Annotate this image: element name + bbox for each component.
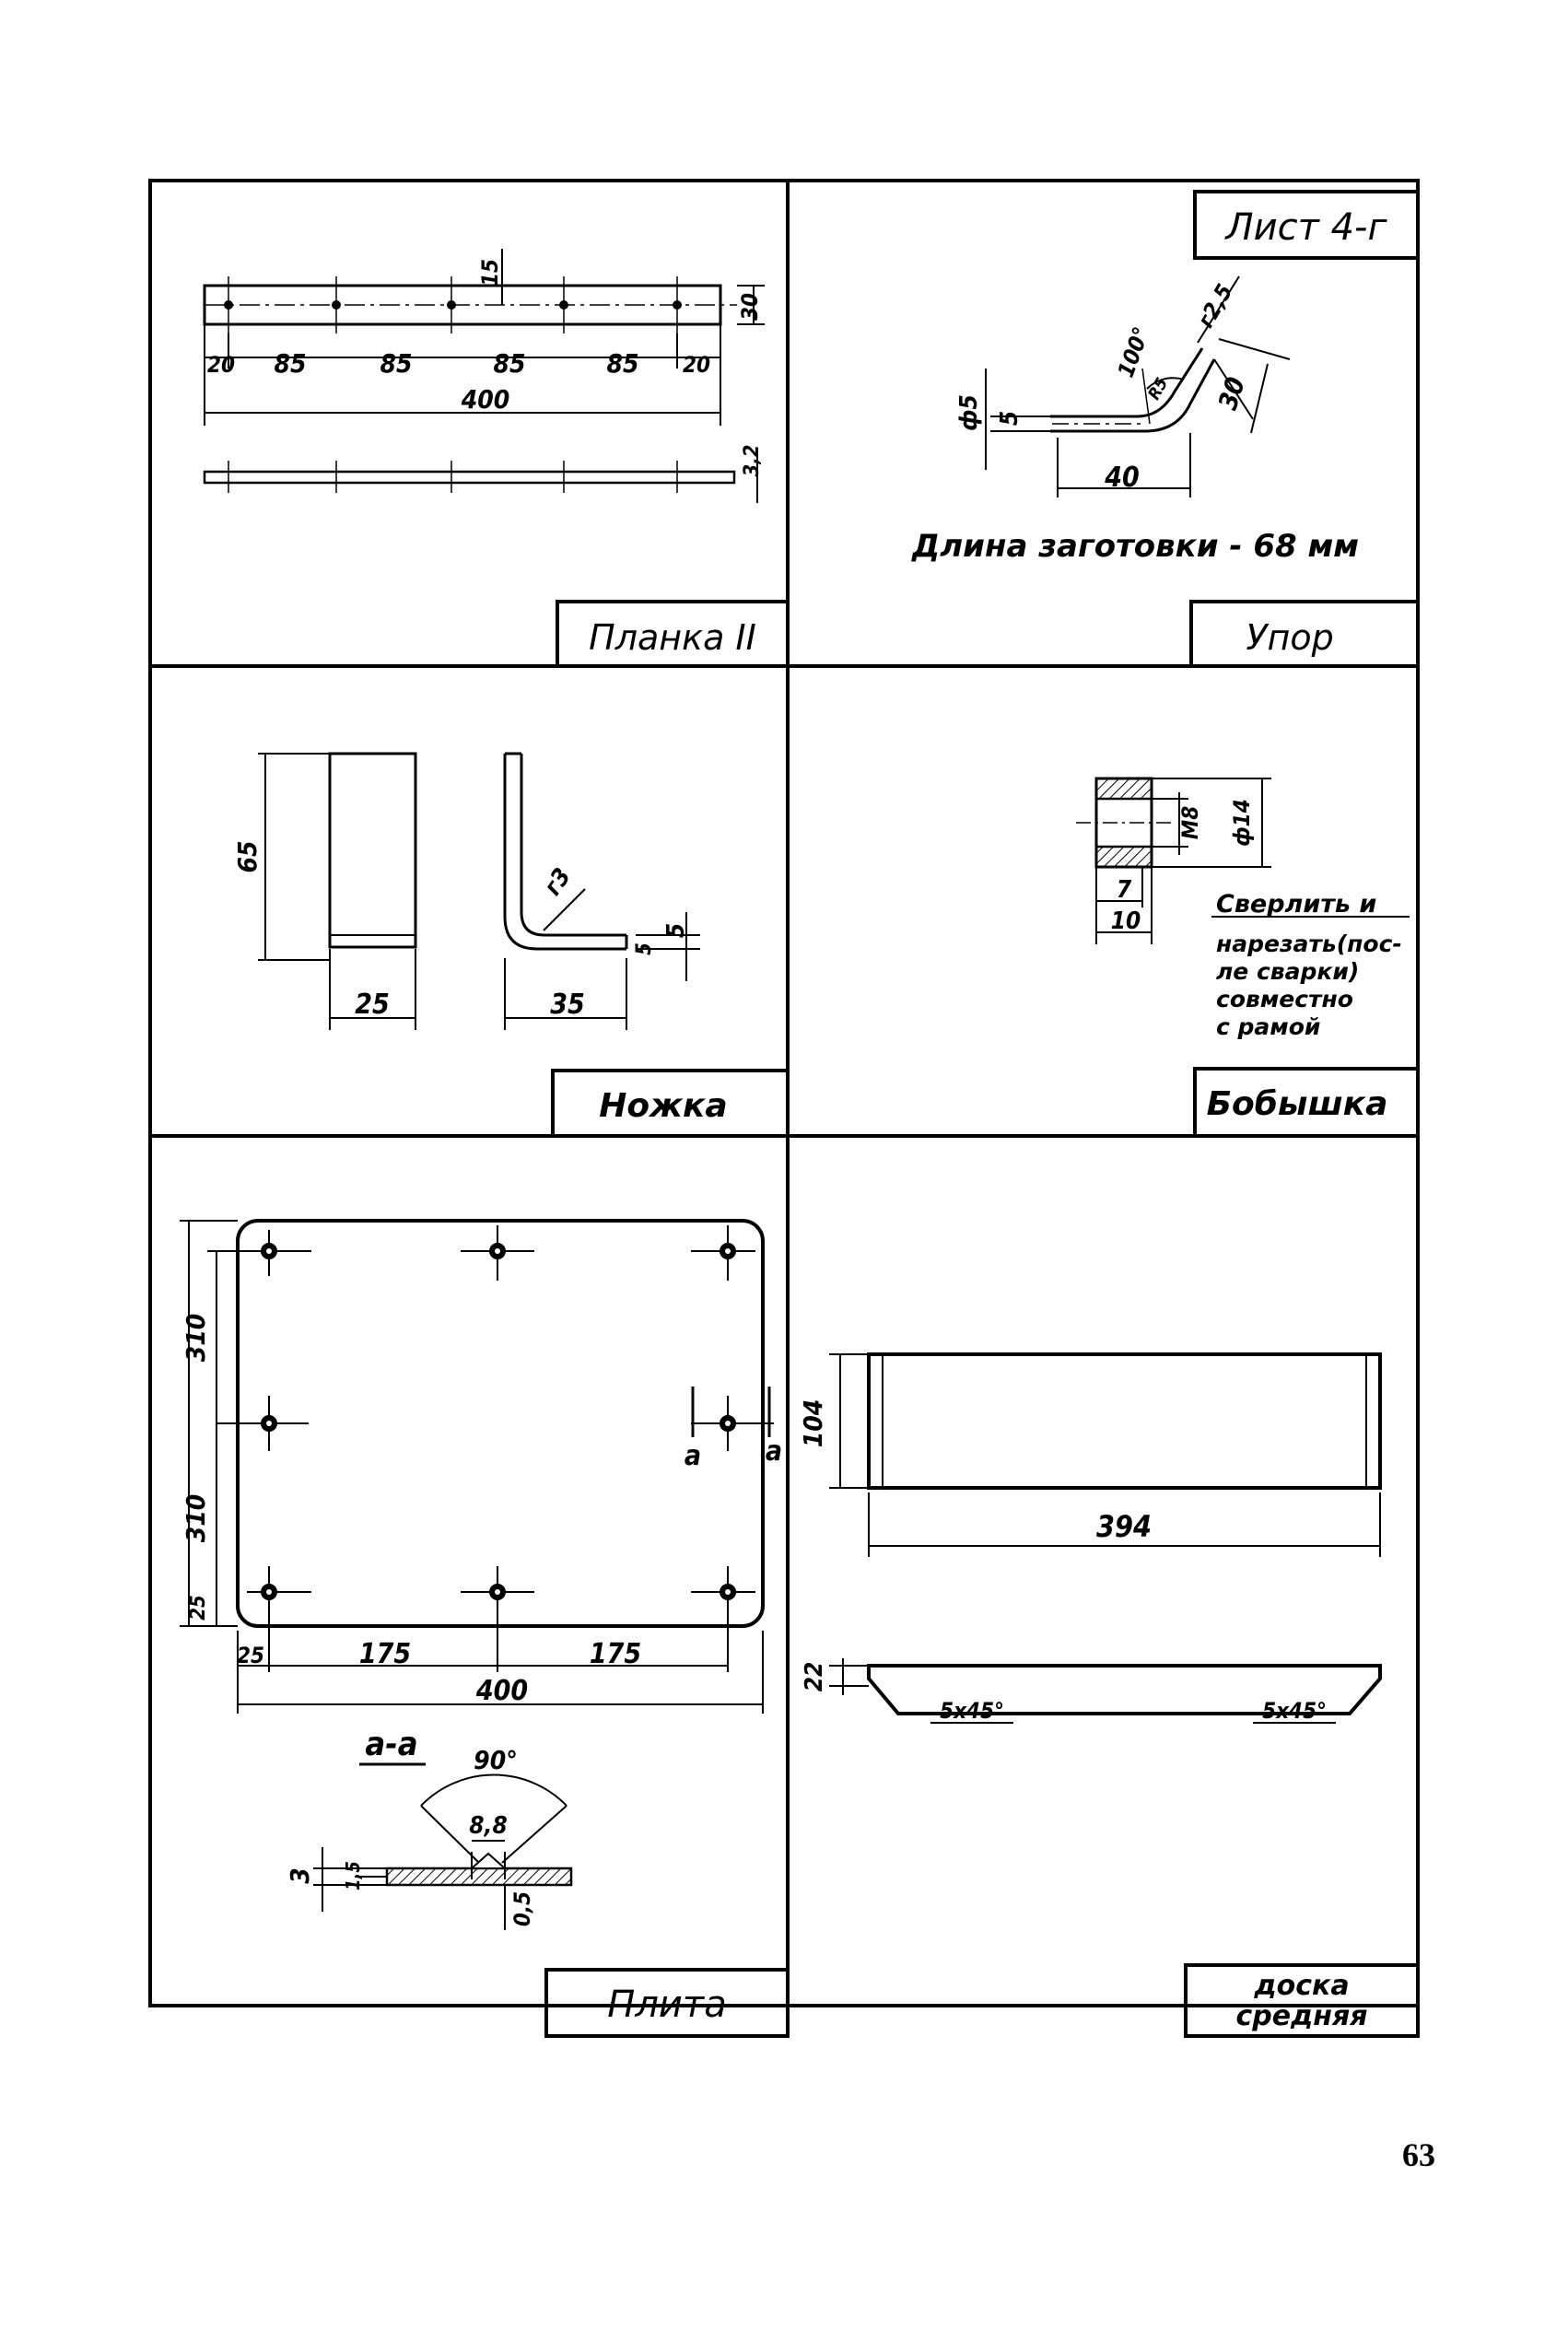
- svg-text:5: 5: [996, 411, 1024, 426]
- planka-side-view: [203, 451, 758, 503]
- svg-text:ле сварки): ле сварки): [1216, 958, 1359, 985]
- svg-text:25: 25: [355, 989, 390, 1021]
- doska-side-view: [829, 1658, 1382, 1724]
- bobyshka-section: [1076, 777, 1410, 944]
- svg-text:совместно: совместно: [1216, 986, 1353, 1012]
- svg-text:10: 10: [1111, 907, 1141, 935]
- svg-text:г2,5: г2,5: [1193, 280, 1238, 333]
- svg-text:25: 25: [237, 1643, 264, 1668]
- panel-plita: 310 310 25 25 175 175 400 а а а-а 90° 8,…: [180, 1219, 790, 2038]
- nozhka-side-view: [503, 752, 700, 1030]
- svg-text:22: 22: [801, 1662, 828, 1692]
- svg-text:15: 15: [477, 259, 503, 287]
- cut-mark-right: а: [766, 1435, 782, 1468]
- svg-text:5: 5: [662, 923, 690, 938]
- planka-title: Планка II: [589, 617, 756, 658]
- sheet-label: Лист 4-г: [1224, 206, 1388, 249]
- doska-front-view: [829, 1352, 1382, 1557]
- svg-text:175: 175: [359, 1638, 411, 1670]
- doska-title-line1: доска: [1253, 1970, 1349, 2002]
- svg-text:310: 310: [181, 1314, 211, 1363]
- svg-text:394: 394: [1096, 1509, 1152, 1544]
- nozhka-front-view: [258, 752, 417, 1030]
- svg-text:г3: г3: [539, 863, 577, 901]
- svg-text:40: 40: [1104, 462, 1140, 494]
- svg-text:8,8: 8,8: [469, 1812, 507, 1840]
- svg-text:85: 85: [274, 348, 306, 379]
- panel-planka: 15 30 20 85 85 85 85 20 400 3,2 Планка I…: [203, 249, 790, 668]
- svg-text:ф5: ф5: [955, 394, 983, 430]
- svg-text:5: 5: [633, 942, 656, 955]
- panel-bobyshka: М8 ф14 7 10 Сверлить и нарезать(пос- ле …: [1076, 777, 1420, 1138]
- doska-title-line2: средняя: [1235, 2000, 1367, 2032]
- panel-doska: 104 394 22 5x45° 5x45° доска средняя: [798, 1352, 1420, 2038]
- panel-upor: ф5 5 100° г2,5 R5 30 40 Длина заготовки …: [911, 275, 1420, 668]
- svg-text:М8: М8: [1177, 806, 1203, 840]
- section-label: а-а: [365, 1726, 417, 1763]
- svg-text:310: 310: [181, 1494, 211, 1543]
- plita-title: Плита: [607, 1984, 726, 2026]
- svg-text:Сверлить и: Сверлить и: [1216, 890, 1376, 919]
- planka-top-view: [203, 249, 765, 426]
- bobyshka-note: Сверлить и нарезать(пос- ле сварки) совм…: [1216, 890, 1402, 1040]
- svg-text:1,5: 1,5: [342, 1861, 364, 1890]
- plita-plan-view: [180, 1219, 774, 1714]
- svg-text:с рамой: с рамой: [1216, 1013, 1320, 1040]
- svg-text:104: 104: [798, 1399, 828, 1448]
- svg-text:30: 30: [737, 293, 763, 321]
- svg-text:3: 3: [285, 1867, 315, 1884]
- upor-note: Длина заготовки - 68 мм: [911, 528, 1359, 565]
- page-number: 63: [1402, 2136, 1435, 2173]
- plita-section-view: [313, 1773, 573, 1930]
- svg-text:ф14: ф14: [1229, 799, 1255, 846]
- svg-text:0,5: 0,5: [509, 1891, 535, 1926]
- svg-text:85: 85: [606, 348, 638, 379]
- svg-text:5x45°: 5x45°: [940, 1698, 1004, 1724]
- svg-text:100°: 100°: [1113, 323, 1154, 380]
- svg-text:175: 175: [590, 1638, 641, 1670]
- panel-nozhka: 65 25 г3 35 5 5 Ножка: [232, 752, 790, 1138]
- nozhka-title: Ножка: [599, 1087, 727, 1125]
- svg-text:35: 35: [550, 989, 585, 1021]
- svg-text:85: 85: [380, 348, 412, 379]
- svg-text:90°: 90°: [474, 1745, 518, 1775]
- svg-text:65: 65: [232, 840, 263, 872]
- cut-mark-left: а: [685, 1440, 701, 1472]
- sheet-label-box: Лист 4-г: [1193, 190, 1420, 260]
- upor-title: Упор: [1246, 617, 1333, 658]
- upor-bracket: [985, 275, 1291, 497]
- svg-text:3,2: 3,2: [741, 444, 764, 476]
- svg-text:25: 25: [187, 1595, 210, 1621]
- svg-text:400: 400: [461, 384, 510, 415]
- svg-text:400: 400: [475, 1675, 528, 1707]
- svg-text:5x45°: 5x45°: [1262, 1698, 1327, 1724]
- bobyshka-title: Бобышка: [1207, 1085, 1388, 1123]
- svg-text:7: 7: [1117, 876, 1132, 904]
- svg-text:20: 20: [683, 352, 710, 378]
- svg-text:85: 85: [493, 348, 525, 379]
- svg-text:20: 20: [207, 352, 235, 378]
- svg-text:нарезать(пос-: нарезать(пос-: [1216, 930, 1402, 957]
